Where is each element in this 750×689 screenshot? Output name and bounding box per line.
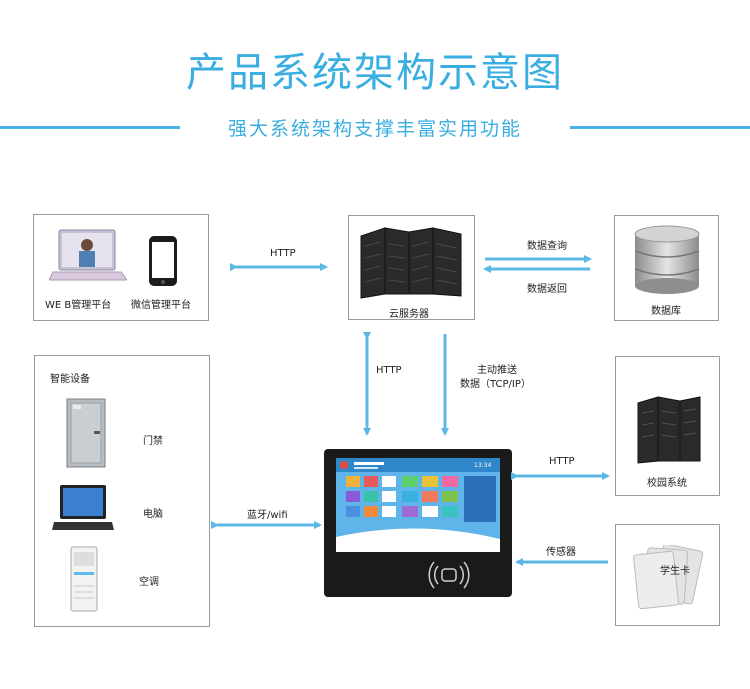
edge-label-platform-http: HTTP <box>270 248 296 259</box>
edge-label-campus-http: HTTP <box>549 456 575 467</box>
edge-label-server-terminal-http: HTTP <box>376 365 402 376</box>
edge-label-bluetooth: 蓝牙/wifi <box>247 506 288 521</box>
edge-label-push-line1: 主动推送 <box>477 361 517 376</box>
edge-label-push-line2: 数据（TCP/IP） <box>460 375 531 390</box>
edge-label-db-query: 数据查询 <box>527 237 567 252</box>
edge-label-db-return: 数据返回 <box>527 280 567 295</box>
edge-label-sensor: 传感器 <box>546 543 576 558</box>
